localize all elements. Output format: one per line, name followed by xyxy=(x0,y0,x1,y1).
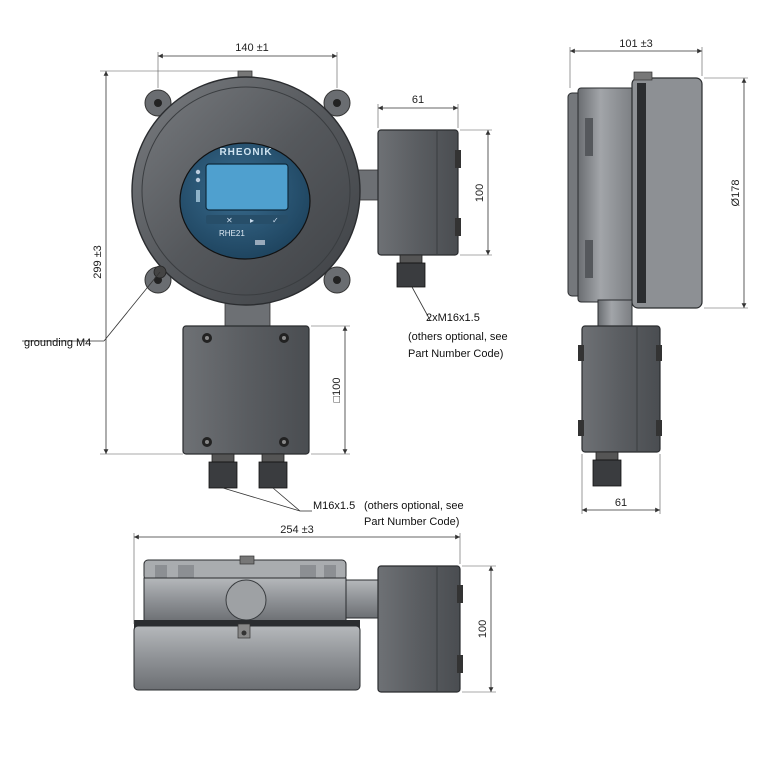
gland-double-label: 2xM16x1.5 xyxy=(426,312,480,324)
model-label: RHE21 xyxy=(219,229,245,238)
cable-gland-left-icon xyxy=(208,461,238,489)
gland-single-note-2: Part Number Code) xyxy=(364,516,459,528)
bottom-view xyxy=(133,555,463,693)
key-arrow-icon: ▸ xyxy=(250,216,254,225)
brand-logo: RHEONIK xyxy=(219,147,272,158)
front-dimensions: 140 ±1 299 ±3 61 100 □100 xyxy=(92,42,492,455)
gland-single-label: M16x1.5 xyxy=(313,500,355,512)
dim-front-width: 140 ±1 xyxy=(235,42,269,54)
front-annotations: grounding M4 2xM16x1.5 (others optional,… xyxy=(22,271,508,528)
gland-double-note-1: (others optional, see xyxy=(408,331,508,343)
dim-lower-box: □100 xyxy=(331,378,343,403)
dim-junction-height: 100 xyxy=(474,184,486,202)
side-dimensions: 101 ±3 Ø178 61 xyxy=(569,38,748,514)
bottom-dimensions: 254 ±3 100 xyxy=(133,524,496,693)
dim-side-diameter: Ø178 xyxy=(730,180,742,207)
dim-junction-width: 61 xyxy=(412,94,424,106)
dim-front-height: 299 ±3 xyxy=(92,245,104,279)
lower-junction-box xyxy=(182,325,310,489)
keypad-row: ✕ ▸ ✓ xyxy=(206,215,288,225)
ex-mark-icon xyxy=(255,240,265,245)
cable-gland-right-icon xyxy=(258,461,288,489)
gland-single-note-1: (others optional, see xyxy=(364,500,464,512)
front-view: RHEONIK ✕ ▸ ✓ RHE21 xyxy=(131,70,384,331)
dim-side-box-width: 61 xyxy=(615,497,627,509)
dim-bottom-length: 254 ±3 xyxy=(280,524,314,536)
key-x-icon: ✕ xyxy=(226,216,233,225)
gland-double-note-2: Part Number Code) xyxy=(408,348,503,360)
grounding-label: grounding M4 xyxy=(24,337,91,349)
side-cable-gland-icon xyxy=(592,459,622,487)
dim-side-depth: 101 ±3 xyxy=(619,38,653,50)
key-check-icon: ✓ xyxy=(272,216,279,225)
dim-bottom-height: 100 xyxy=(477,620,489,638)
cable-gland-icon xyxy=(396,262,426,288)
side-junction-box xyxy=(377,129,461,288)
status-leds xyxy=(195,169,201,202)
lcd-screen xyxy=(205,163,289,211)
side-view xyxy=(567,71,703,487)
